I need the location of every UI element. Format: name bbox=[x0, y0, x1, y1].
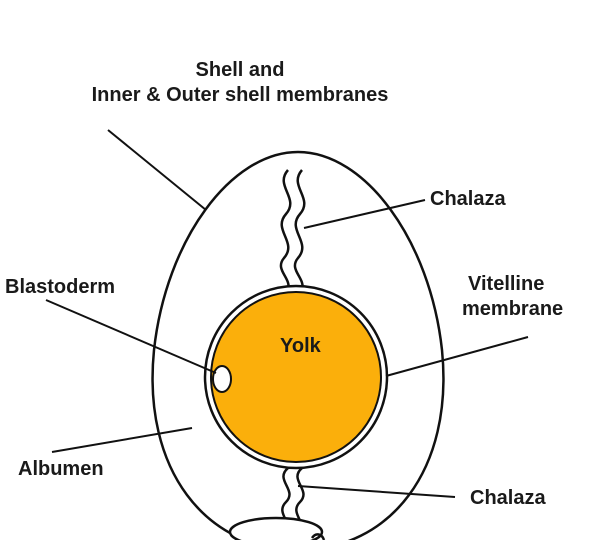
blastoderm-label: Blastoderm bbox=[5, 276, 116, 298]
shell-label-line2: Inner & Outer shell membranes bbox=[91, 84, 389, 106]
albumen-label: Albumen bbox=[18, 458, 104, 480]
vitelline-label-line2: membrane bbox=[462, 298, 564, 320]
leader-lines bbox=[45, 129, 529, 498]
shell-label-line1: Shell and bbox=[195, 59, 285, 81]
leader-albumen bbox=[51, 427, 193, 453]
leader-chalaza-bottom bbox=[297, 485, 456, 498]
air-cell bbox=[228, 516, 324, 540]
chalaza-top-label: Chalaza bbox=[430, 188, 506, 210]
blastoderm-spot bbox=[212, 365, 232, 393]
leader-chalaza-top bbox=[303, 199, 426, 229]
leader-shell bbox=[107, 129, 207, 211]
air-cell-hook bbox=[310, 533, 326, 540]
chalaza-top-strands bbox=[279, 169, 306, 291]
chalaza-bottom-label: Chalaza bbox=[470, 487, 546, 509]
shell-label: Shell and Inner & Outer shell membranes bbox=[40, 58, 440, 108]
leader-vitelline bbox=[385, 336, 529, 377]
vitelline-label-line1: Vitelline bbox=[468, 273, 545, 295]
vitelline-membrane-label: Vitelline membrane bbox=[462, 272, 563, 322]
yolk-label: Yolk bbox=[280, 335, 321, 357]
leader-blastoderm bbox=[45, 299, 217, 374]
yolk bbox=[210, 291, 382, 463]
